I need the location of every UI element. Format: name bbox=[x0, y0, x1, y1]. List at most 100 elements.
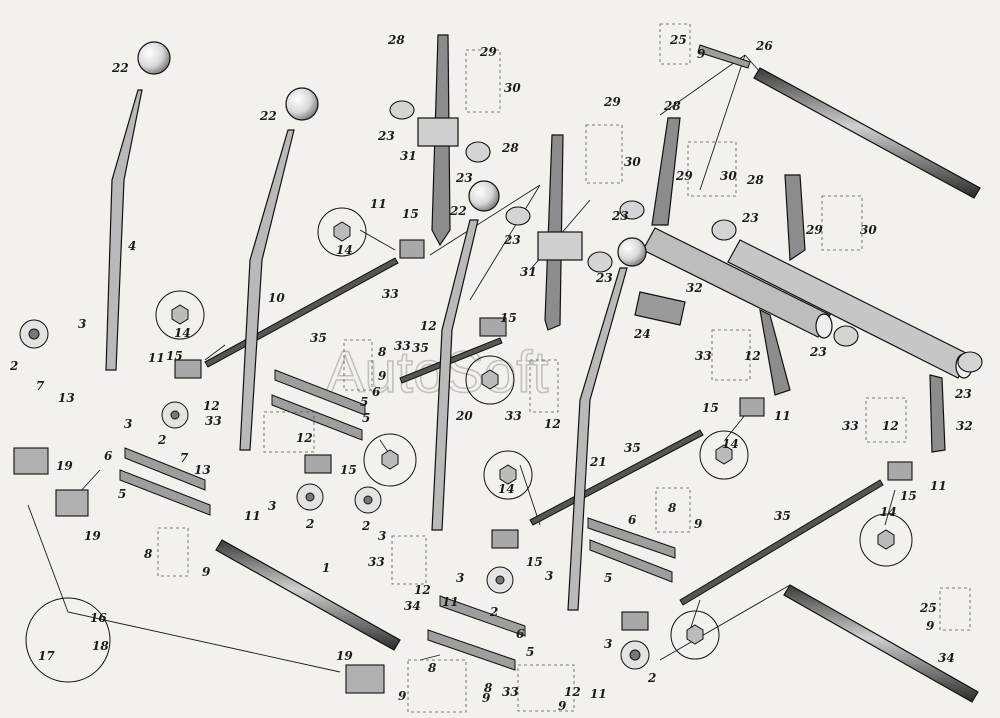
callout-2: 2 bbox=[157, 433, 166, 447]
callout-17: 17 bbox=[38, 649, 55, 663]
callout-31: 31 bbox=[400, 149, 417, 163]
callout-9: 9 bbox=[694, 517, 703, 531]
bushings bbox=[389, 100, 983, 373]
callout-20: 20 bbox=[455, 409, 473, 423]
callout-8: 8 bbox=[378, 345, 387, 359]
shaft-1 bbox=[215, 539, 401, 651]
callout-33: 33 bbox=[505, 409, 522, 423]
callout-29: 29 bbox=[603, 95, 621, 109]
callout-29: 29 bbox=[805, 223, 823, 237]
callout-15: 15 bbox=[526, 555, 543, 569]
callout-9: 9 bbox=[558, 699, 567, 713]
hub-31a bbox=[417, 117, 459, 147]
callout-23: 23 bbox=[741, 211, 759, 225]
callout-9: 9 bbox=[482, 691, 491, 705]
arm-32-down-b bbox=[929, 374, 946, 453]
shaft-right-top bbox=[753, 67, 981, 199]
callout-23: 23 bbox=[595, 271, 613, 285]
callout-15: 15 bbox=[166, 349, 183, 363]
callout-35: 35 bbox=[624, 441, 641, 455]
callout-9: 9 bbox=[398, 689, 407, 703]
callout-14: 14 bbox=[336, 243, 353, 257]
callout-3: 3 bbox=[78, 317, 86, 331]
callout-29: 29 bbox=[675, 169, 693, 183]
hub-31b bbox=[537, 231, 583, 261]
callout-33: 33 bbox=[205, 414, 222, 428]
callout-3: 3 bbox=[268, 499, 276, 513]
callout-22: 22 bbox=[111, 61, 129, 75]
washers bbox=[19, 319, 650, 670]
callout-30: 30 bbox=[860, 223, 877, 237]
arm-32-down-a bbox=[759, 308, 791, 396]
callout-28: 28 bbox=[746, 173, 764, 187]
callout-6: 6 bbox=[104, 449, 113, 463]
callout-23: 23 bbox=[954, 387, 972, 401]
callout-11: 11 bbox=[590, 687, 607, 701]
plates bbox=[119, 44, 751, 671]
callout-5: 5 bbox=[362, 411, 370, 425]
callout-2: 2 bbox=[361, 519, 370, 533]
lever-10 bbox=[239, 87, 319, 451]
watermark-text: AutoSoft bbox=[326, 340, 548, 405]
lever-21 bbox=[567, 237, 647, 611]
callout-12: 12 bbox=[203, 399, 220, 413]
callout-33: 33 bbox=[502, 685, 519, 699]
callout-6: 6 bbox=[516, 627, 525, 641]
tube-32-upper bbox=[642, 227, 833, 339]
callout-2: 2 bbox=[489, 605, 498, 619]
callout-labels: 2222222828282829292929303030302592623232… bbox=[9, 33, 973, 713]
callout-25: 25 bbox=[919, 601, 937, 615]
callout-29: 29 bbox=[479, 45, 497, 59]
callout-23: 23 bbox=[377, 129, 395, 143]
callout-5: 5 bbox=[360, 395, 368, 409]
callout-9: 9 bbox=[202, 565, 211, 579]
callout-14: 14 bbox=[498, 482, 515, 496]
callout-23: 23 bbox=[503, 233, 521, 247]
callout-14: 14 bbox=[174, 326, 191, 340]
callout-12: 12 bbox=[744, 349, 761, 363]
callout-19: 19 bbox=[56, 459, 73, 473]
callout-35: 35 bbox=[774, 509, 791, 523]
callout-13: 13 bbox=[58, 391, 75, 405]
callout-14: 14 bbox=[722, 437, 739, 451]
callout-24: 24 bbox=[633, 327, 651, 341]
arm-right-b bbox=[784, 174, 806, 262]
callout-33: 33 bbox=[842, 419, 859, 433]
shaft-right-bottom bbox=[783, 584, 979, 703]
callout-3: 3 bbox=[456, 571, 464, 585]
callout-22: 22 bbox=[259, 109, 277, 123]
callout-15: 15 bbox=[702, 401, 719, 415]
callout-26: 26 bbox=[755, 39, 773, 53]
arms bbox=[417, 34, 946, 453]
callout-19: 19 bbox=[336, 649, 353, 663]
callout-1: 1 bbox=[322, 561, 330, 575]
callout-3: 3 bbox=[604, 637, 612, 651]
callout-30: 30 bbox=[624, 155, 641, 169]
callout-28: 28 bbox=[663, 99, 681, 113]
callout-11: 11 bbox=[442, 595, 459, 609]
lever-20 bbox=[431, 180, 500, 531]
callout-9: 9 bbox=[697, 47, 706, 61]
callout-33: 33 bbox=[368, 555, 385, 569]
callout-4: 4 bbox=[128, 239, 136, 253]
callout-32: 32 bbox=[686, 281, 703, 295]
callout-11: 11 bbox=[774, 409, 791, 423]
callout-28: 28 bbox=[387, 33, 405, 47]
tube-24 bbox=[634, 291, 686, 326]
callout-33: 33 bbox=[382, 287, 399, 301]
callout-15: 15 bbox=[340, 463, 357, 477]
callout-13: 13 bbox=[194, 463, 211, 477]
callout-33: 33 bbox=[394, 339, 411, 353]
callout-23: 23 bbox=[611, 209, 629, 223]
callout-9: 9 bbox=[378, 369, 387, 383]
callout-9: 9 bbox=[926, 619, 935, 633]
callout-5: 5 bbox=[526, 645, 534, 659]
callout-6: 6 bbox=[628, 513, 637, 527]
callout-12: 12 bbox=[882, 419, 899, 433]
callout-12: 12 bbox=[420, 319, 437, 333]
callout-15: 15 bbox=[402, 207, 419, 221]
callout-8: 8 bbox=[428, 661, 437, 675]
callout-23: 23 bbox=[455, 171, 473, 185]
callout-7: 7 bbox=[180, 451, 189, 465]
